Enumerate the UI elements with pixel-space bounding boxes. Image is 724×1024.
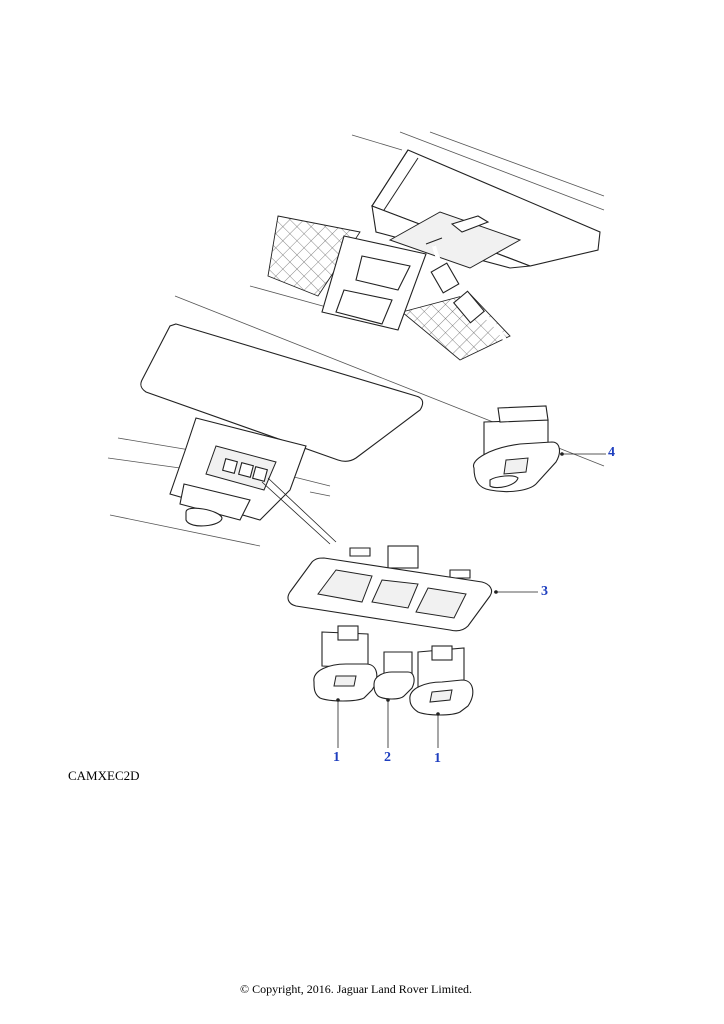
overhead-recess <box>140 323 424 462</box>
switch-bezel-part-3 <box>287 545 538 632</box>
switch-part-1-right <box>409 645 474 748</box>
callout-2: 2 <box>384 750 391 765</box>
switch-part-1-left <box>313 625 378 748</box>
wiring-harness <box>425 237 521 401</box>
blank-switch-part-2 <box>373 651 415 748</box>
figure-code: CAMXEC2D <box>68 768 140 783</box>
callout-4: 4 <box>608 445 615 460</box>
callout-1-right: 1 <box>434 751 441 766</box>
switch-assembly-part-4 <box>473 405 606 493</box>
callout-3: 3 <box>541 584 548 599</box>
upper-console-housing <box>371 149 601 269</box>
headliner-bezel-frame <box>321 235 427 331</box>
roof-overhead-console <box>169 417 337 545</box>
callout-1-left: 1 <box>333 750 340 765</box>
copyright-notice: © Copyright, 2016. Jaguar Land Rover Lim… <box>239 982 473 996</box>
